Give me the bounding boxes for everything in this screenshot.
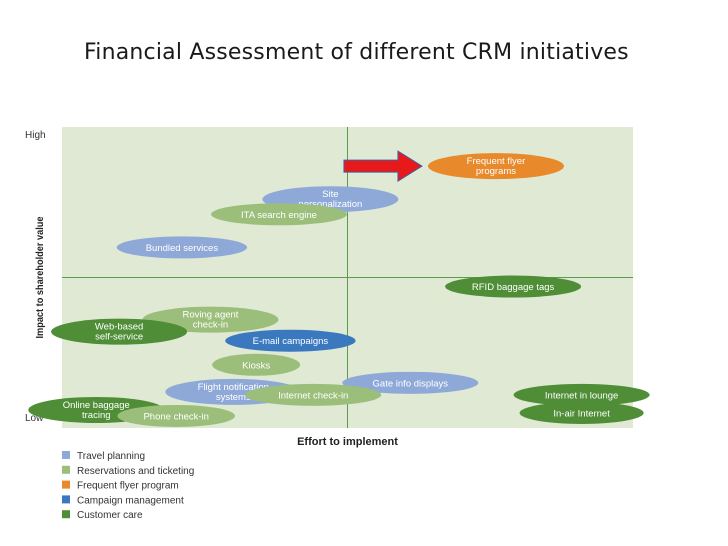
bubble-frequent-flyer-programs [427,153,564,180]
bubble-label-e-mail-campaigns: E-mail campaigns [253,336,329,347]
bubble-label-flight-notification-systems-1: Flight notification [198,382,269,393]
bubble-label-gate-info-displays: Gate info displays [373,378,449,389]
legend-swatch-customer-care [62,510,70,519]
highlight-arrow [343,150,423,183]
bubble-label-site-personalization-2: personalization [298,199,362,210]
y-tick-label-high: High [25,130,46,141]
legend-label-reservations-and-ticketing: Reservations and ticketing [77,466,194,477]
bubble-kiosks [212,353,301,376]
bubble-label-web-based-self-service-1: Web-based [95,322,143,333]
y-tick-label-low: Low [25,413,44,424]
bubble-gate-info-displays [342,371,479,394]
bubble-label-bundled-services: Bundled services [146,243,219,254]
slide-title: Financial Assessment of different CRM in… [84,40,629,65]
bubble-rfid-baggage-tags [445,275,582,298]
legend-label-customer-care: Customer care [77,510,143,521]
bubble-label-in-air-internet: In-air Internet [553,408,610,419]
bubble-label-internet-check-in: Internet check-in [278,390,348,401]
bubble-internet-check-in [245,383,382,406]
bubble-label-frequent-flyer-programs-1: Frequent flyer [467,156,526,167]
bubble-label-roving-agent-check-in-2: check-in [193,320,228,331]
bubble-ita-search-engine [210,203,347,226]
bubble-label-internet-in-lounge: Internet in lounge [545,390,618,401]
x-axis-title: Effort to implement [297,436,398,448]
legend-swatch-travel-planning [62,451,70,459]
legend-swatch-campaign-management [62,495,70,504]
legend-label-campaign-management: Campaign management [77,495,184,506]
bubble-label-web-based-self-service-2: self-service [95,332,143,343]
bubble-label-kiosks: Kiosks [242,360,270,371]
legend-swatch-reservations-and-ticketing [62,465,70,474]
legend-label-frequent-flyer-program: Frequent flyer program [77,481,179,492]
legend-swatch-frequent-flyer-program [62,480,70,489]
bubble-label-flight-notification-systems-2: systems [216,392,251,403]
bubble-bundled-services [116,236,248,259]
bubble-phone-check-in [117,404,235,427]
bubble-label-site-personalization-1: Site [322,189,338,200]
bubble-label-online-baggage-tracing-2: tracing [82,410,111,421]
bubble-internet-in-lounge [513,383,650,406]
y-axis-title: Impact to shareholder value [35,216,46,338]
bubble-label-ita-search-engine: ITA search engine [241,210,317,221]
bubble-in-air-internet [519,401,644,424]
legend-label-travel-planning: Travel planning [77,451,145,462]
bubble-label-rfid-baggage-tags: RFID baggage tags [472,282,555,293]
bubble-label-online-baggage-tracing-1: Online baggage [63,400,130,411]
bubble-e-mail-campaigns [225,329,356,352]
bubble-label-frequent-flyer-programs-2: programs [476,166,516,177]
bubble-label-roving-agent-check-in-1: Roving agent [182,310,238,321]
bubble-label-phone-check-in: Phone check-in [143,411,208,422]
bubble-web-based-self-service [51,318,188,345]
